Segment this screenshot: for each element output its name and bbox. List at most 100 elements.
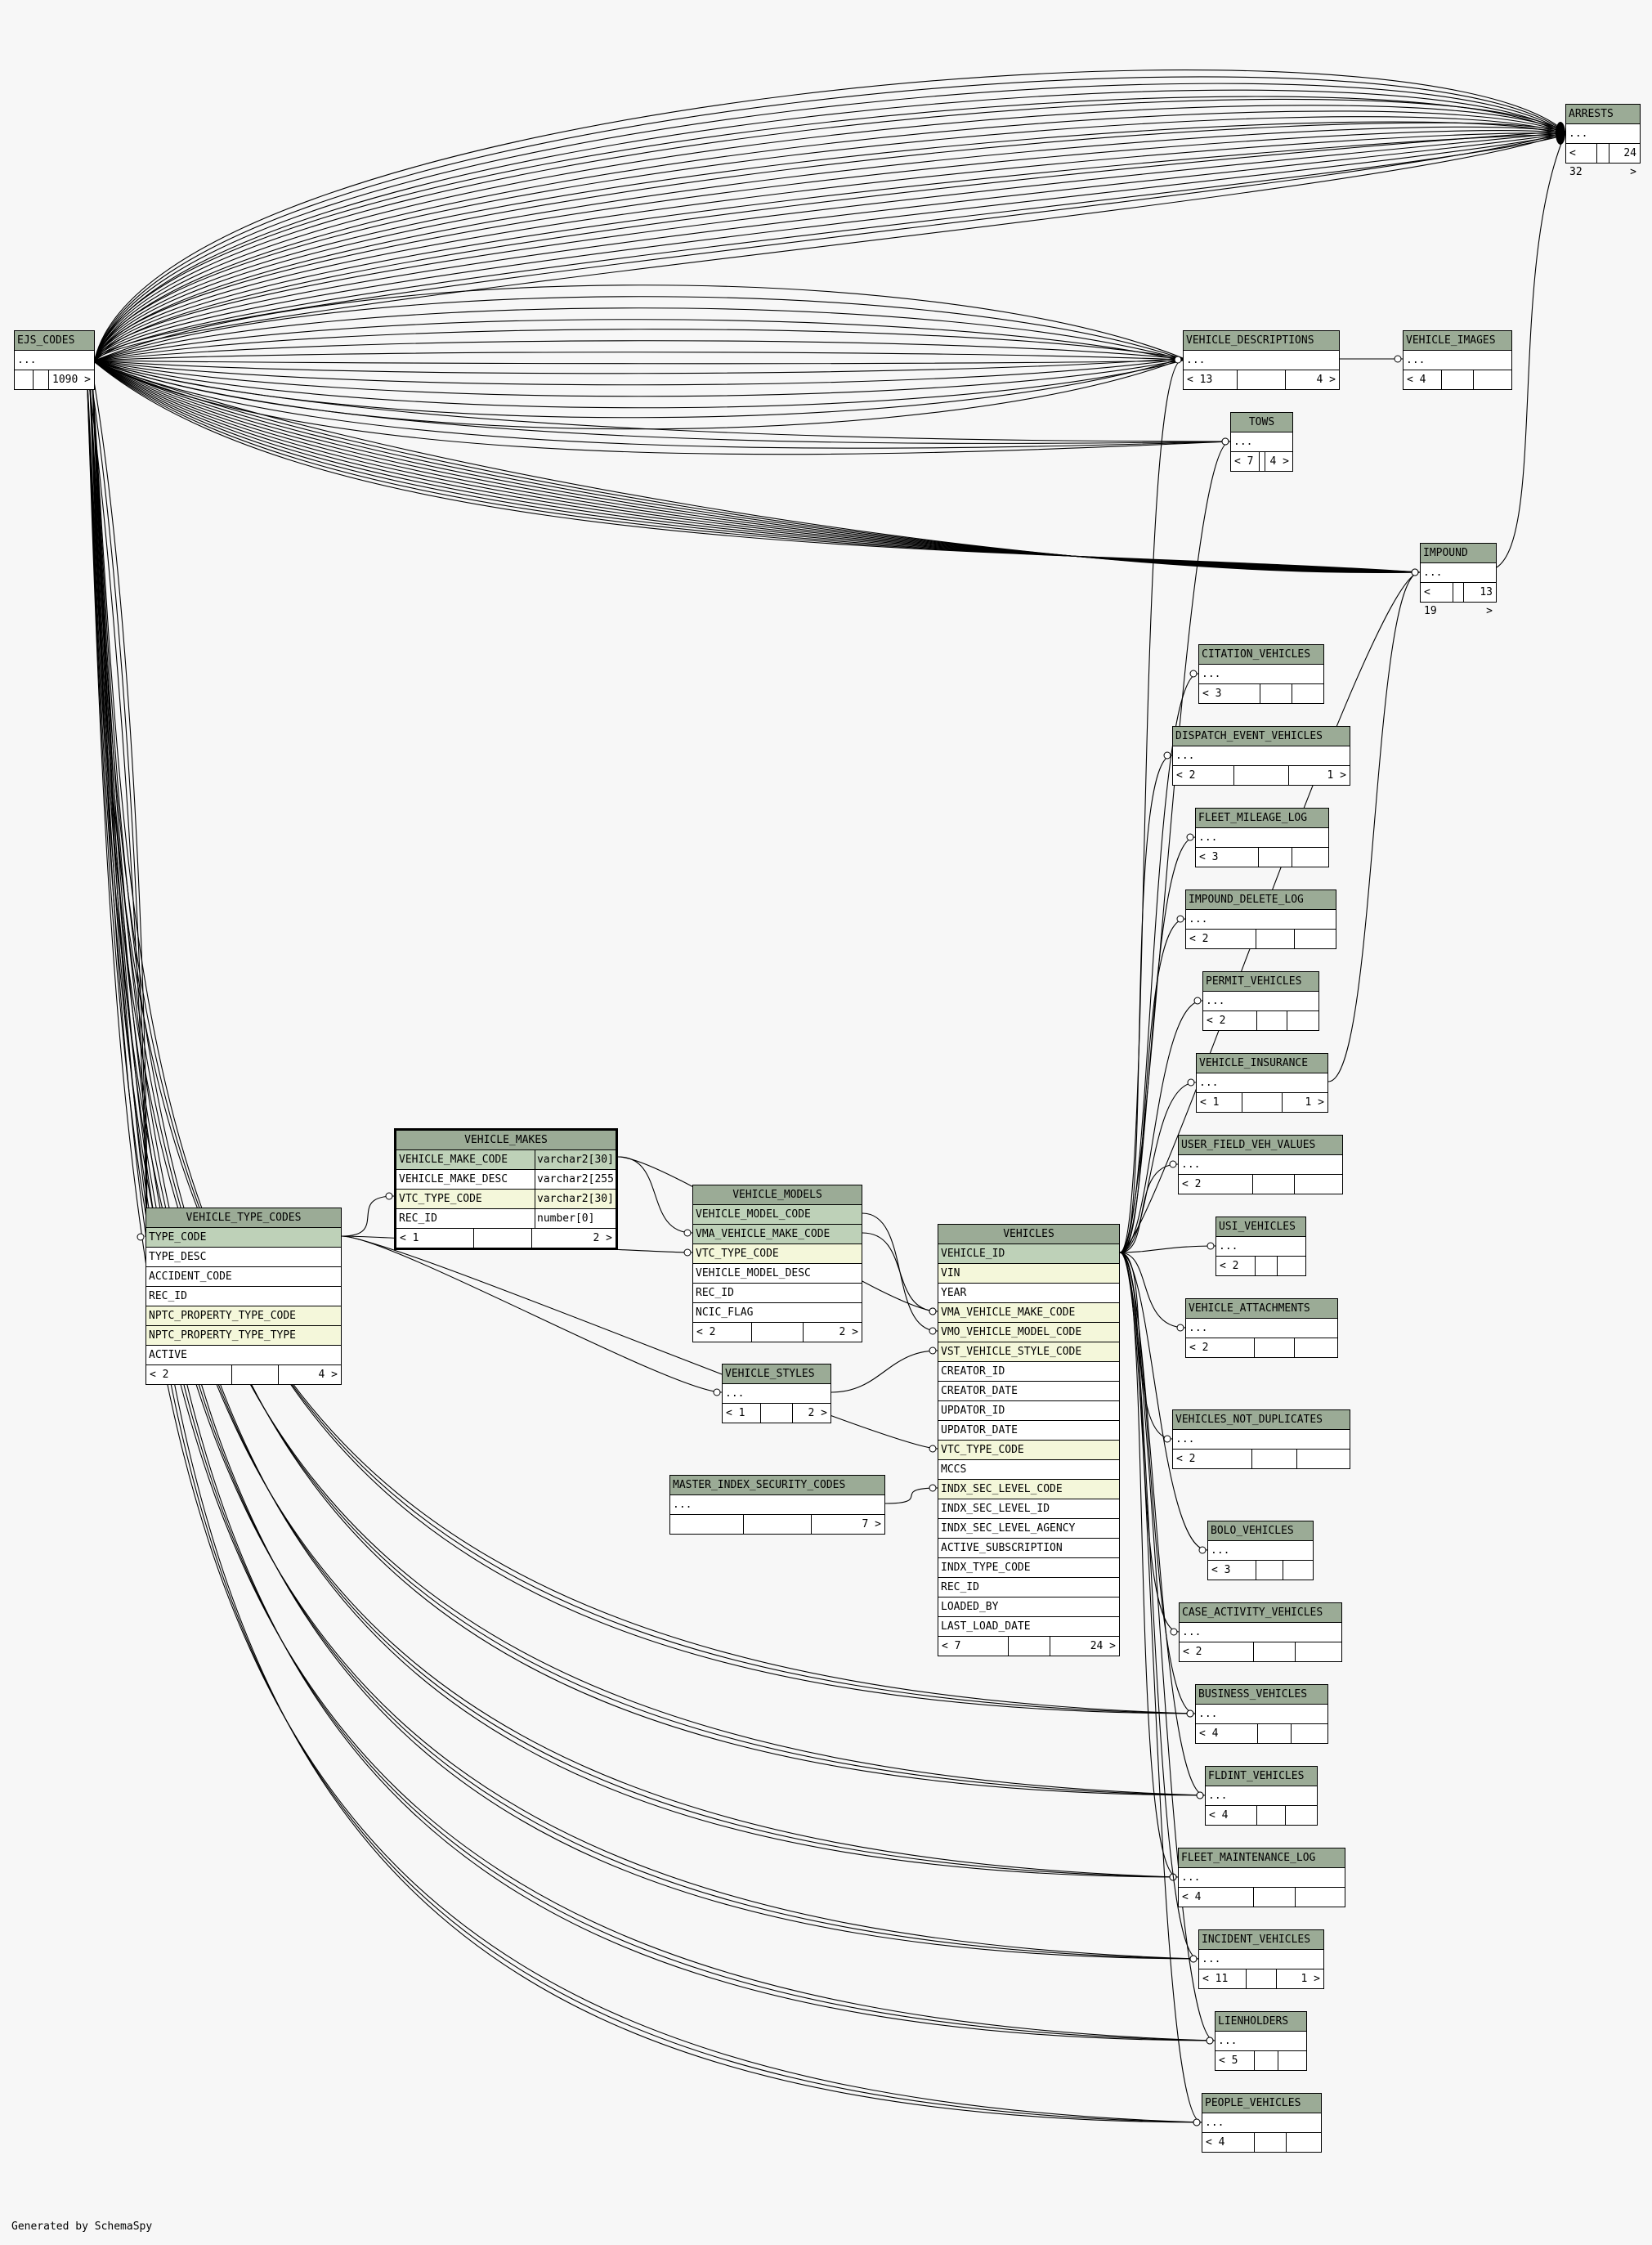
relationship-line xyxy=(94,361,1421,573)
relationship-line xyxy=(94,361,1421,573)
relationship-line xyxy=(94,130,1566,360)
column-row: ACTIVE xyxy=(146,1346,341,1365)
column-row: VMA_VEHICLE_MAKE_CODE xyxy=(693,1225,862,1244)
relationship-line xyxy=(94,352,1184,361)
parents-count: < 2 xyxy=(1189,933,1209,945)
table-vehicle-models[interactable]: VEHICLE_MODELS VEHICLE_MODEL_CODE VMA_VE… xyxy=(692,1185,862,1342)
relationship-line xyxy=(94,361,1421,573)
table-bolo-vehicles[interactable]: BOLO_VEHICLES ... < 3 xyxy=(1207,1521,1314,1580)
parents-count xyxy=(15,370,33,389)
table-vehicle-images[interactable]: VEHICLE_IMAGES ... < 4 xyxy=(1403,330,1512,390)
table-name: VEHICLE_INSURANCE xyxy=(1197,1054,1327,1073)
relationship-line xyxy=(94,361,1421,573)
table-vehicles[interactable]: VEHICLES VEHICLE_ID VIN YEAR VMA_VEHICLE… xyxy=(938,1224,1120,1656)
column-row: TYPE_DESC xyxy=(146,1248,341,1267)
table-lienholders[interactable]: LIENHOLDERS ... < 5 xyxy=(1215,2011,1307,2071)
children-count: 4 > xyxy=(1264,452,1293,471)
relationship-line xyxy=(884,1487,938,1504)
table-people-vehicles[interactable]: PEOPLE_VEHICLES ... < 4 xyxy=(1202,2093,1322,2153)
cardinality-marker xyxy=(1198,1546,1207,1554)
children-count: 7 > xyxy=(810,1515,884,1534)
column-row: NPTC_PROPERTY_TYPE_TYPE xyxy=(146,1326,341,1346)
relation-counts: < 2 xyxy=(1173,1450,1350,1468)
table-impound-delete-log[interactable]: IMPOUND_DELETE_LOG ... < 2 xyxy=(1185,889,1336,949)
column-row: LAST_LOAD_DATE xyxy=(938,1617,1119,1637)
cardinality-marker xyxy=(1176,1324,1184,1332)
column-row: VEHICLE_ID xyxy=(938,1244,1119,1264)
table-user-field-veh-values[interactable]: USER_FIELD_VEH_VALUES ... < 2 xyxy=(1178,1135,1343,1194)
cardinality-marker xyxy=(1169,1160,1177,1168)
relationship-line xyxy=(94,98,1566,361)
cardinality-marker xyxy=(1193,997,1202,1005)
table-permit-vehicles[interactable]: PERMIT_VEHICLES ... < 2 xyxy=(1202,971,1319,1031)
table-business-vehicles[interactable]: BUSINESS_VEHICLES ... < 4 xyxy=(1195,1684,1328,1744)
column-ellipsis: ... xyxy=(1203,992,1318,1011)
column-ellipsis: ... xyxy=(1179,1868,1345,1888)
parents-count: < 7 xyxy=(942,1640,961,1652)
cardinality-marker xyxy=(1196,1791,1204,1799)
children-count xyxy=(1285,1806,1317,1825)
table-vehicles-not-duplicates[interactable]: VEHICLES_NOT_DUPLICATES ... < 2 xyxy=(1172,1409,1350,1469)
relation-counts: < 2 xyxy=(1179,1175,1342,1194)
column-row: ACCIDENT_CODE xyxy=(146,1267,341,1287)
column-row: INDX_SEC_LEVEL_CODE xyxy=(938,1480,1119,1499)
children-count xyxy=(1287,1011,1318,1030)
relationship-line xyxy=(94,126,1566,362)
table-usi-vehicles[interactable]: USI_VEHICLES ... < 2 xyxy=(1215,1217,1306,1276)
table-master-index-security-codes[interactable]: MASTER_INDEX_SECURITY_CODES ... 7 > xyxy=(669,1475,885,1535)
relationship-line xyxy=(94,131,1566,362)
parents-count: < 2 xyxy=(696,1326,716,1338)
column-ellipsis: ... xyxy=(1421,563,1496,583)
cardinality-marker xyxy=(1186,1710,1194,1718)
relation-counts: < 4 xyxy=(1202,2133,1321,2152)
table-case-activity-vehicles[interactable]: CASE_ACTIVITY_VEHICLES ... < 2 xyxy=(1179,1602,1342,1662)
relationship-line xyxy=(94,116,1566,360)
table-fleet-maintenance-log[interactable]: FLEET_MAINTENANCE_LOG ... < 4 xyxy=(1178,1848,1345,1907)
relationship-line xyxy=(91,366,148,1238)
table-fldint-vehicles[interactable]: FLDINT_VEHICLES ... < 4 xyxy=(1205,1766,1318,1826)
table-ejs-codes[interactable]: EJS_CODES ... 1090 > xyxy=(14,330,95,390)
table-vehicle-type-codes[interactable]: VEHICLE_TYPE_CODES TYPE_CODE TYPE_DESC A… xyxy=(146,1208,342,1385)
cardinality-marker xyxy=(929,1327,937,1335)
column-row: VIN xyxy=(938,1264,1119,1284)
children-count xyxy=(1292,684,1323,703)
column-ellipsis: ... xyxy=(1184,351,1339,370)
table-vehicle-attachments[interactable]: VEHICLE_ATTACHMENTS ... < 2 xyxy=(1185,1298,1338,1358)
table-name: FLEET_MAINTENANCE_LOG xyxy=(1179,1848,1345,1868)
relation-counts: < 4 xyxy=(1404,370,1511,389)
cardinality-marker xyxy=(929,1307,937,1315)
table-name: LIENHOLDERS xyxy=(1215,2012,1306,2032)
relationship-line xyxy=(1119,359,1184,1253)
relationship-line xyxy=(1119,1082,1197,1253)
relationship-line xyxy=(91,366,1179,1878)
relationship-line xyxy=(94,361,1421,573)
table-name: BUSINESS_VEHICLES xyxy=(1196,1685,1327,1705)
relationship-line xyxy=(94,361,1231,455)
parents-count: < 5 xyxy=(1219,2055,1238,2067)
table-citation-vehicles[interactable]: CITATION_VEHICLES ... < 3 xyxy=(1198,644,1324,704)
table-name: FLEET_MILEAGE_LOG xyxy=(1196,809,1328,828)
column-row: REC_ID xyxy=(693,1284,862,1303)
column-row: INDX_SEC_LEVEL_AGENCY xyxy=(938,1519,1119,1539)
relation-counts: < 4 xyxy=(1196,1724,1327,1743)
relationship-line xyxy=(1119,1252,1186,1329)
table-fleet-mileage-log[interactable]: FLEET_MILEAGE_LOG ... < 3 xyxy=(1195,808,1329,867)
parents-count: < 4 xyxy=(1199,1727,1219,1740)
relationship-line xyxy=(94,76,1566,361)
column-ellipsis: ... xyxy=(1186,1319,1337,1338)
children-count: 1090 > xyxy=(48,370,94,389)
children-count: 2 > xyxy=(803,1323,862,1342)
parents-count: < 1 xyxy=(726,1407,745,1419)
cardinality-marker xyxy=(1394,355,1402,363)
